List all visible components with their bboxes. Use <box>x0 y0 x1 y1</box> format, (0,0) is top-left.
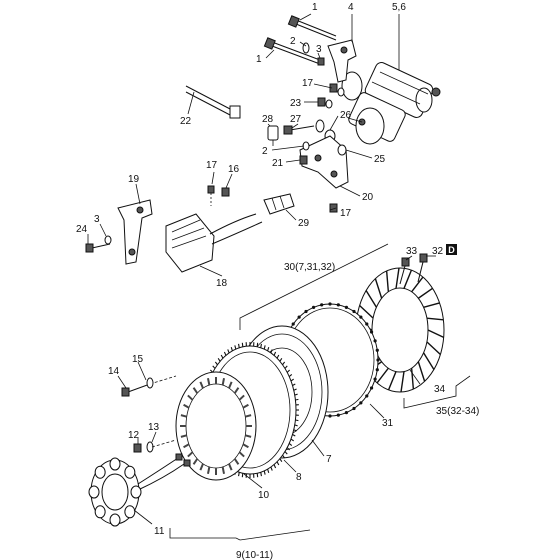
solenoid-end <box>347 107 385 145</box>
callout-8: 8 <box>296 472 302 483</box>
nut-21 <box>299 155 308 165</box>
bolt-16-regulator <box>221 187 230 197</box>
callout-13: 13 <box>148 422 160 433</box>
svg-text:D: D <box>448 245 455 255</box>
callout-9: 9(10-11) <box>236 550 273 560</box>
callout-labels: 1 4 5,6 2 3 1 17 23 22 28 27 26 2 21 25 … <box>76 2 479 560</box>
bolt-33 <box>399 257 410 285</box>
callout-31: 31 <box>382 418 394 429</box>
callout-21: 21 <box>272 158 284 169</box>
bolt-12 <box>133 443 142 453</box>
bolt-32 <box>417 253 428 283</box>
washer-25 <box>337 144 347 156</box>
nut-17-upper <box>329 83 345 97</box>
bolt-24 <box>85 243 111 253</box>
connector-29 <box>263 193 295 215</box>
stator-poles <box>88 457 142 527</box>
callout-16: 16 <box>228 164 240 175</box>
callout-33: 33 <box>406 246 418 257</box>
callout-25: 25 <box>374 154 386 165</box>
callout-17b: 17 <box>340 208 352 219</box>
callout-22: 22 <box>180 116 192 127</box>
nut-17-lower <box>329 203 338 213</box>
bolt-1-lower <box>263 37 321 65</box>
callout-14: 14 <box>108 366 120 377</box>
callout-18: 18 <box>216 278 228 289</box>
callout-4: 4 <box>348 2 354 13</box>
callout-17a: 17 <box>302 78 314 89</box>
callout-32: 32 <box>432 246 444 257</box>
callout-15: 15 <box>132 354 144 365</box>
mounting-plate-20 <box>299 135 349 189</box>
bolt-14 <box>121 375 177 397</box>
callout-1b: 1 <box>256 54 262 65</box>
washer-13 <box>146 439 177 453</box>
nut-23 <box>317 97 333 109</box>
washer-2-upper <box>302 42 310 54</box>
callout-28: 28 <box>262 114 274 125</box>
callout-24: 24 <box>76 224 88 235</box>
callout-2a: 2 <box>290 36 296 47</box>
cable-tie-22 <box>185 85 241 119</box>
callout-5-6: 5,6 <box>392 2 406 13</box>
callout-34: 34 <box>434 384 446 395</box>
bracket-19 <box>117 199 153 265</box>
callout-3a: 3 <box>316 44 322 55</box>
callout-10: 10 <box>258 490 270 501</box>
stud-28 <box>267 125 279 146</box>
bolt-27 <box>283 119 325 135</box>
callout-1a: 1 <box>312 2 318 13</box>
nut-3-upper <box>317 57 325 66</box>
callout-11: 11 <box>154 526 165 537</box>
callout-3b: 3 <box>94 214 100 225</box>
regulator-18 <box>165 213 263 273</box>
starter-bracket <box>327 39 357 83</box>
washer-15 <box>146 377 154 389</box>
callout-23: 23 <box>290 98 302 109</box>
callout-2b: 2 <box>262 146 268 157</box>
bolt-17-regulator <box>207 185 215 206</box>
callout-26: 26 <box>340 110 352 121</box>
callout-20: 20 <box>362 192 374 203</box>
badge-d: D <box>446 244 457 255</box>
callout-7: 7 <box>326 454 332 465</box>
callout-29: 29 <box>298 218 310 229</box>
bolt-1-upper <box>287 15 337 41</box>
rotor-magnets <box>180 377 252 475</box>
callout-30: 30(7,31,32) <box>284 262 335 273</box>
callout-17c: 17 <box>206 160 218 171</box>
callout-35: 35(32-34) <box>436 406 479 417</box>
callout-27: 27 <box>290 114 302 125</box>
leader-lines <box>87 13 471 541</box>
callout-12: 12 <box>128 430 140 441</box>
washer-3-regulator <box>104 235 112 245</box>
callout-19: 19 <box>128 174 140 185</box>
